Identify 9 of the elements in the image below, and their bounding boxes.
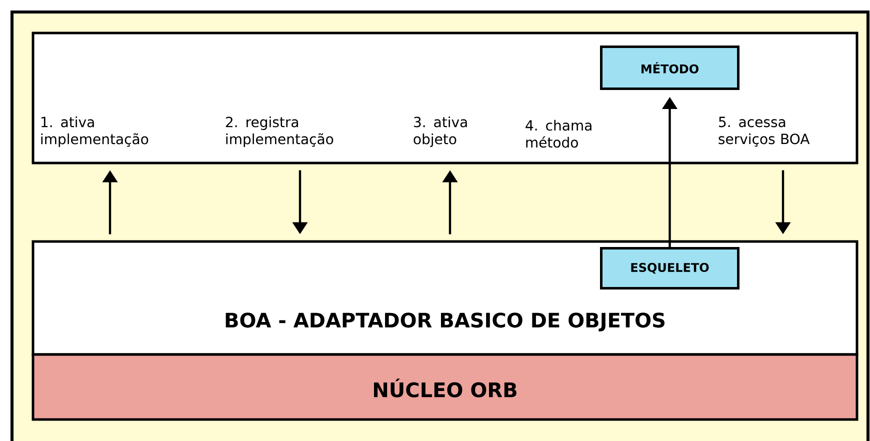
step-label: 5. acessa serviços BOA: [718, 116, 810, 147]
core-box: NÚCLEO ORB: [32, 353, 858, 421]
step-label: 4. chama método: [526, 120, 592, 148]
step-label: 2. registra implementação: [226, 116, 334, 148]
step-label: 1. ativa implementação: [41, 116, 148, 148]
method-box: MÉTODO: [600, 46, 740, 90]
panel-box: [32, 32, 858, 164]
skeleton-box: ESQUELETO: [600, 247, 740, 290]
step-label: 3. ativa objeto: [414, 116, 467, 148]
